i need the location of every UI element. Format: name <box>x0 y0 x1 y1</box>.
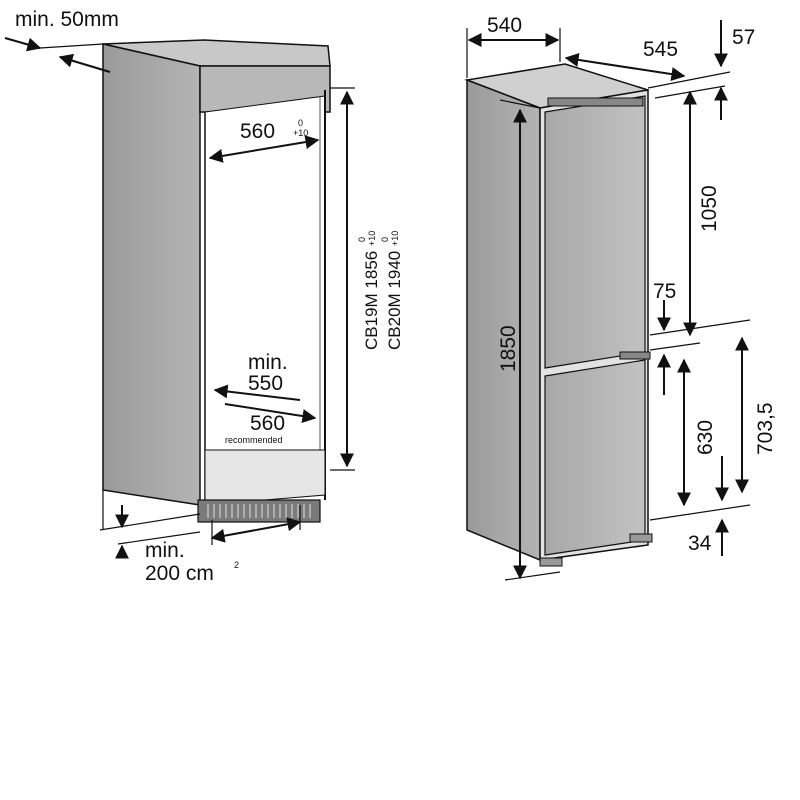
height-cb19-tol-zero: 0 <box>357 237 367 242</box>
fridge-depth-label: 545 <box>643 38 678 61</box>
top-gap-label: min. 50mm <box>15 8 119 31</box>
lower-door-label: 630 <box>694 420 717 455</box>
bottom-foot-left <box>539 557 563 567</box>
niche-height-dimension: CB19M 1856 0 +10 CB20M 1940 0 +10 <box>330 87 404 471</box>
vent-label-2: 200 cm <box>145 562 214 585</box>
niche-depth-dimension: min. 550 560 recommended <box>213 351 317 445</box>
height-cb19-tol: +10 <box>367 231 377 246</box>
bottom-offset-label: 34 <box>688 532 712 555</box>
fridge-width-label: 540 <box>487 14 522 37</box>
vent-label-1: min. <box>145 539 185 562</box>
fridge-width-dimension: 540 <box>466 14 561 78</box>
niche-width-tol: +10 <box>293 128 308 138</box>
upper-height-dimension: 1050 <box>683 90 721 337</box>
gap-label: 75 <box>653 280 676 303</box>
middle-hinge <box>619 351 651 360</box>
depth-recommended-note: recommended <box>225 435 283 445</box>
top-gap-dimension: min. 50mm <box>4 8 119 73</box>
niche-cabinet <box>102 39 331 523</box>
fridge-depth-dimension: 545 <box>564 38 731 89</box>
niche-width-dimension: 560 0 +10 <box>208 118 320 163</box>
depth-min-label-1: min. <box>248 351 288 374</box>
upper-height-label: 1050 <box>698 185 721 232</box>
fridge-lower-door <box>544 359 646 556</box>
niche-width-tol-zero: 0 <box>298 118 303 128</box>
height-cb20-label: CB20M 1940 <box>385 251 404 350</box>
lower-total-label: 703,5 <box>754 402 777 455</box>
top-offset-label: 57 <box>732 26 755 49</box>
vent-label-sup: 2 <box>234 560 239 570</box>
height-cb19-label: CB19M 1856 <box>362 251 381 350</box>
total-height-dimension: 1850 <box>497 99 561 581</box>
vent-grille <box>197 499 321 523</box>
bottom-offset-dimension: 34 <box>649 456 751 556</box>
lower-door-dimension: 630 <box>677 358 717 507</box>
top-hinge <box>547 97 644 107</box>
depth-min-label-2: 550 <box>248 372 283 395</box>
fridge-appliance <box>464 63 653 567</box>
fridge-upper-door <box>544 95 646 369</box>
lower-total-dimension: 703,5 <box>735 336 777 494</box>
height-cb20-tol-zero: 0 <box>380 237 390 242</box>
bottom-foot-right <box>629 533 653 543</box>
top-offset-dimension: 57 <box>654 20 755 120</box>
total-height-label: 1850 <box>497 325 520 372</box>
cabinet-left-side <box>102 43 201 506</box>
niche-width-label: 560 <box>240 120 275 143</box>
height-cb20-tol: +10 <box>390 231 400 246</box>
fridge-side <box>466 78 541 562</box>
vent-dimension: min. 200 cm 2 <box>99 490 302 585</box>
depth-recommended-value: 560 <box>250 412 285 435</box>
gap-dimension: 75 <box>649 280 751 395</box>
cabinet-floor <box>204 449 326 506</box>
